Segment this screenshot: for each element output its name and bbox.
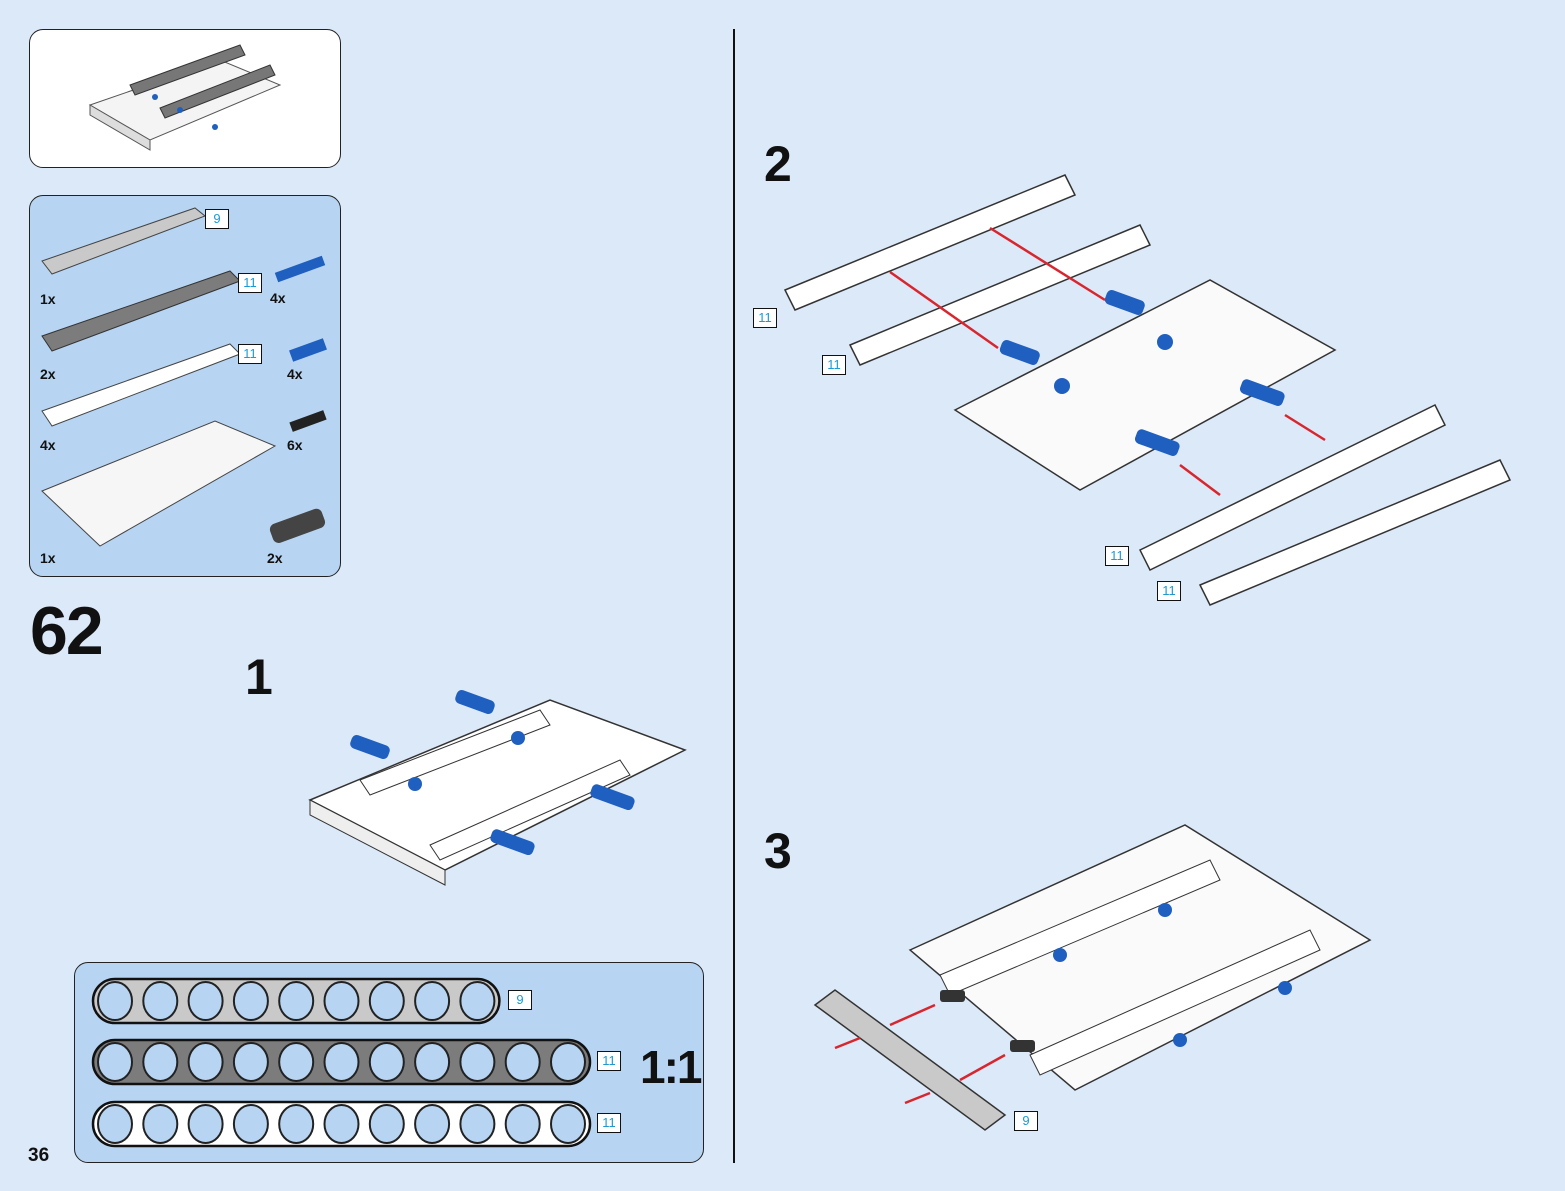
substep-3-number: 3 bbox=[764, 823, 792, 879]
length-label: 11 bbox=[238, 273, 262, 293]
page-number: 36 bbox=[28, 1145, 50, 1166]
ruler-hole bbox=[368, 1042, 405, 1082]
beam-11-white-icon bbox=[41, 343, 241, 427]
beam-11-white bbox=[783, 174, 1077, 311]
ruler-beam-11 bbox=[91, 1038, 592, 1086]
ruler-hole bbox=[459, 1104, 496, 1144]
qty-label: 6x bbox=[287, 437, 303, 453]
ruler-length-label: 11 bbox=[597, 1051, 621, 1071]
ruler-hole bbox=[414, 1104, 451, 1144]
ruler-hole bbox=[187, 1042, 224, 1082]
ruler-hole bbox=[414, 1042, 451, 1082]
length-label: 11 bbox=[1105, 546, 1129, 566]
qty-label: 4x bbox=[270, 290, 286, 306]
main-step-number: 62 bbox=[30, 593, 104, 669]
pin-black-icon bbox=[289, 410, 327, 432]
ruler-hole bbox=[232, 981, 269, 1021]
ruler-hole bbox=[278, 1104, 315, 1144]
connector-dark-gray-icon bbox=[269, 508, 326, 543]
scale-label: 1:1 bbox=[640, 1041, 703, 1093]
length-label: 11 bbox=[1157, 581, 1181, 601]
substep-1-illustration bbox=[308, 689, 687, 886]
ruler-hole bbox=[97, 1042, 133, 1082]
ruler-hole bbox=[187, 1104, 224, 1144]
ruler-length-label: 11 bbox=[597, 1113, 621, 1133]
ruler-hole bbox=[278, 981, 315, 1021]
ruler-beam-11 bbox=[91, 1100, 592, 1148]
substep-2-illustration bbox=[783, 174, 1512, 606]
length-label: 11 bbox=[753, 308, 777, 328]
beam-11-dark-gray-icon bbox=[41, 270, 241, 352]
ruler-hole bbox=[97, 1104, 133, 1144]
parts-list-panel: 9 11 11 1x 2x 4x 1x 4x 4x 6x 2x bbox=[29, 195, 341, 577]
qty-label: 4x bbox=[40, 437, 56, 453]
ruler-hole bbox=[368, 981, 405, 1021]
length-label: 9 bbox=[1014, 1111, 1038, 1131]
beam-11-white bbox=[848, 224, 1152, 366]
beam-9-light-gray-icon bbox=[41, 207, 206, 275]
ruler-beam-9 bbox=[91, 977, 501, 1025]
page-divider bbox=[733, 29, 735, 1163]
ruler-hole bbox=[323, 1042, 360, 1082]
substep-1-number: 1 bbox=[245, 649, 273, 705]
ruler-hole bbox=[459, 981, 496, 1021]
ruler-hole bbox=[232, 1042, 269, 1082]
ruler-hole bbox=[550, 1042, 586, 1082]
frame-white-icon bbox=[41, 420, 277, 547]
qty-label: 1x bbox=[40, 550, 56, 566]
ruler-hole bbox=[97, 981, 133, 1021]
ruler-hole bbox=[323, 981, 360, 1021]
ruler-hole bbox=[142, 981, 179, 1021]
ruler-hole bbox=[414, 981, 451, 1021]
ruler-hole bbox=[550, 1104, 586, 1144]
beam-11-white bbox=[1198, 459, 1512, 606]
ruler-hole bbox=[504, 1042, 541, 1082]
pin-long-blue-icon bbox=[274, 255, 326, 283]
ruler-hole bbox=[187, 981, 224, 1021]
ruler-length-label: 9 bbox=[508, 990, 532, 1010]
ruler-hole bbox=[459, 1042, 496, 1082]
substep-3-illustration bbox=[813, 824, 1372, 1131]
model-preview-icon bbox=[88, 44, 282, 151]
ruler-hole bbox=[504, 1104, 541, 1144]
qty-label: 4x bbox=[287, 366, 303, 382]
ruler-hole bbox=[142, 1104, 179, 1144]
ruler-hole bbox=[232, 1104, 269, 1144]
beam-11-white bbox=[1138, 403, 1447, 572]
ruler-beams bbox=[91, 977, 592, 1148]
substep-2-number: 2 bbox=[764, 136, 792, 192]
ruler-hole bbox=[323, 1104, 360, 1144]
ruler-hole bbox=[278, 1042, 315, 1082]
length-label: 9 bbox=[205, 209, 229, 229]
qty-label: 1x bbox=[40, 291, 56, 307]
qty-label: 2x bbox=[40, 366, 56, 382]
parts-illustrations bbox=[41, 207, 327, 547]
length-label: 11 bbox=[822, 355, 846, 375]
length-ruler-panel: 9 11 11 bbox=[74, 962, 704, 1163]
pin-blue-icon bbox=[289, 338, 327, 362]
qty-label: 2x bbox=[267, 550, 283, 566]
length-label: 11 bbox=[238, 344, 262, 364]
ruler-hole bbox=[368, 1104, 405, 1144]
ruler-hole bbox=[142, 1042, 179, 1082]
frame-white bbox=[953, 279, 1337, 491]
model-preview-box bbox=[29, 29, 341, 168]
